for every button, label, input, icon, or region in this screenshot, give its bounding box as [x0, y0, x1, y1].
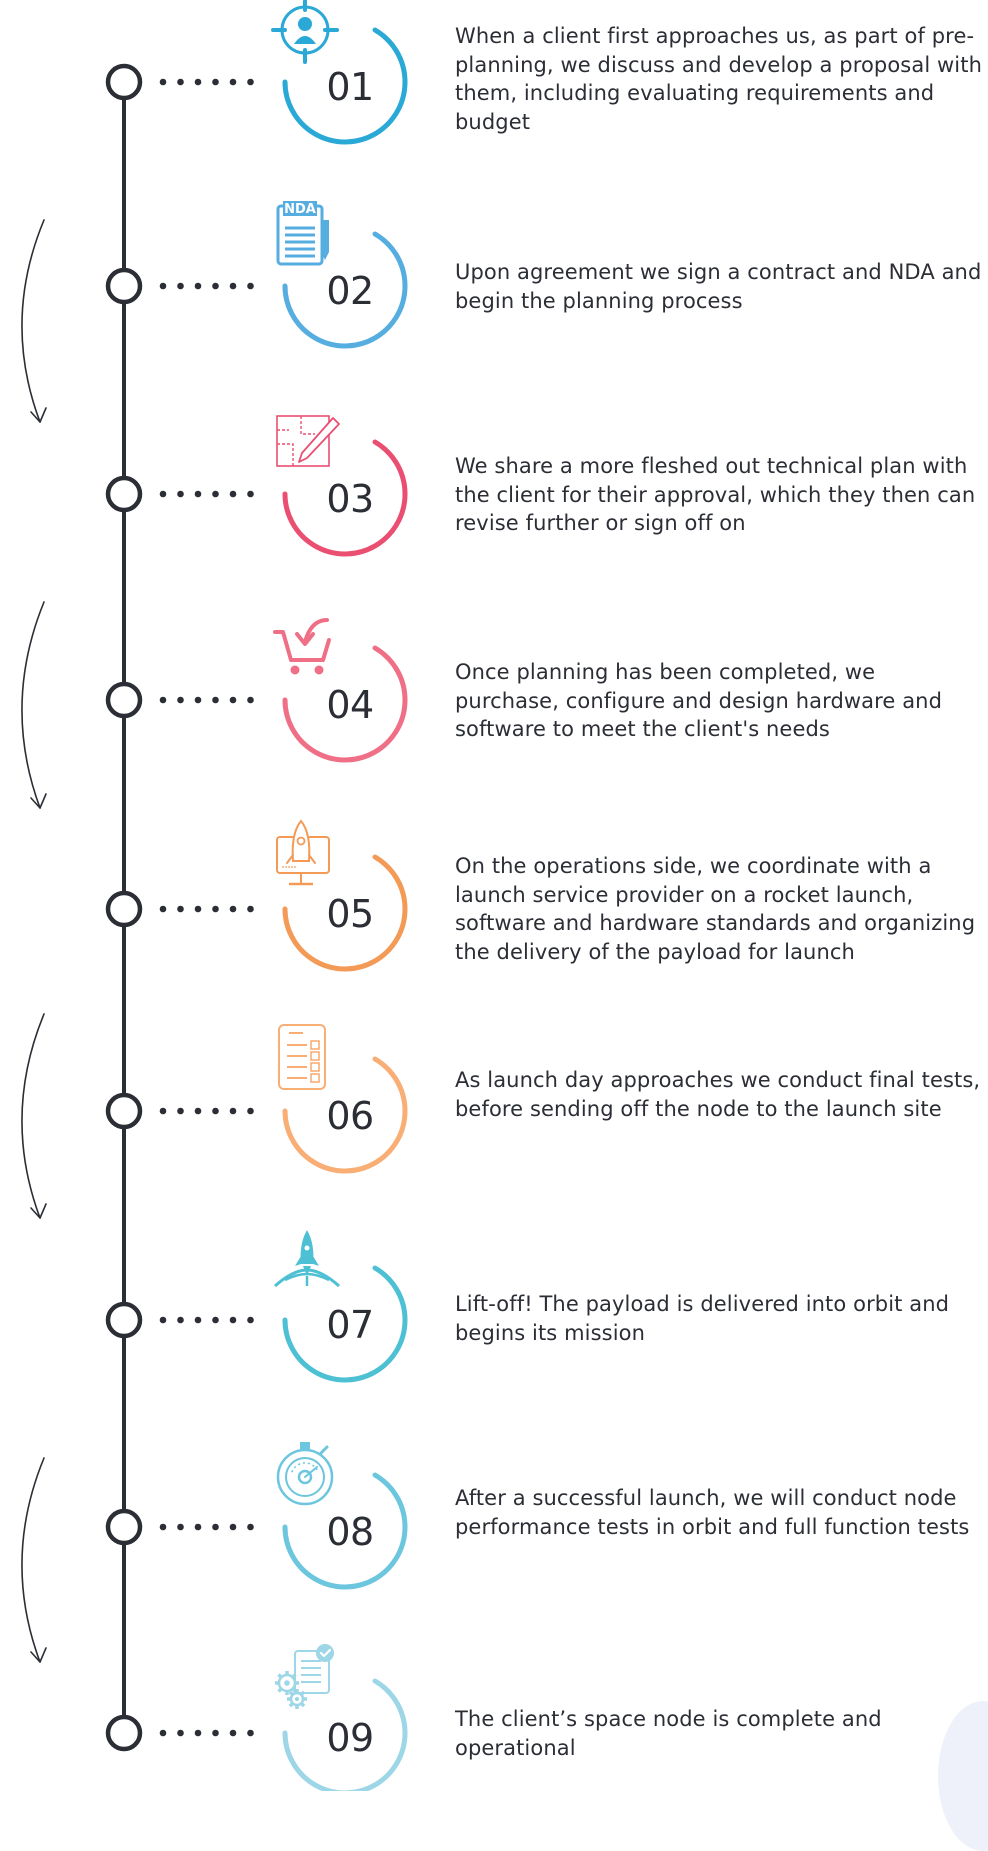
dotted-connector: [159, 1729, 254, 1737]
step-number: 04: [326, 683, 373, 727]
dotted-connector: [159, 282, 254, 290]
step-number: 07: [326, 1303, 373, 1347]
step-ring: [282, 645, 408, 763]
step-description: After a successful launch, we will condu…: [455, 1486, 970, 1539]
timeline-step: 06: [105, 1024, 408, 1174]
step-description: As launch day approaches we conduct fina…: [455, 1068, 981, 1121]
timeline-step: 07: [105, 1230, 408, 1383]
step-ring: [282, 1472, 408, 1590]
step-number: 09: [326, 1716, 373, 1760]
curved-arrow-icon: [21, 219, 47, 423]
dotted-connector: [159, 490, 254, 498]
step-number: 01: [326, 65, 373, 109]
rocket-monitor-icon: [276, 819, 330, 886]
step-ring: [282, 854, 408, 972]
step-description: The client’s space node is complete and …: [455, 1707, 882, 1760]
timeline-step: 04: [105, 618, 408, 763]
timeline-step: 02 NDA: [105, 201, 408, 349]
step-description: Upon agreement we sign a contract and ND…: [455, 260, 982, 313]
step-number: 08: [326, 1510, 373, 1554]
timeline-node: [105, 1508, 143, 1546]
dotted-connector: [159, 1523, 254, 1531]
step-description: When a client first approaches us, as pa…: [455, 24, 982, 134]
timeline-step: 01: [105, 0, 408, 145]
step-description: We share a more fleshed out technical pl…: [455, 454, 976, 535]
timeline-node: [105, 1301, 143, 1339]
step-number: 02: [326, 269, 373, 313]
step-number: 05: [326, 892, 373, 936]
timeline-node: [105, 267, 143, 305]
dotted-connector: [159, 905, 254, 913]
gears-document-check-icon: [275, 1644, 334, 1709]
timeline-node: [105, 475, 143, 513]
timeline-step: 09: [105, 1644, 408, 1791]
nda-document-icon: NDA: [276, 201, 329, 266]
step-ring: [282, 1056, 408, 1174]
timeline-node: [105, 63, 143, 101]
dotted-connector: [159, 696, 254, 704]
timeline-node: [105, 681, 143, 719]
step-description: Once planning has been completed, we pur…: [455, 660, 943, 741]
timeline-node: [105, 1092, 143, 1130]
step-ring: [282, 439, 408, 557]
checklist-icon: [278, 1024, 326, 1090]
dotted-connector: [159, 1316, 254, 1324]
curved-arrow-icon: [21, 1013, 47, 1219]
curved-arrow-icon: [21, 601, 47, 809]
timeline-node: [105, 890, 143, 928]
step-ring: [282, 1265, 408, 1383]
blueprint-pencil-icon: [276, 415, 340, 467]
rocket-launch-icon: [274, 1230, 340, 1288]
stopwatch-icon: [276, 1442, 334, 1506]
process-timeline: 01 02 NDA 03 04 05 06 07 08 09: [21, 0, 408, 1791]
timeline-step: 08: [105, 1442, 408, 1590]
step-description: Lift-off! The payload is delivered into …: [455, 1292, 950, 1345]
timeline-node: [105, 1714, 143, 1752]
step-ring: [282, 1678, 408, 1791]
step-number: 06: [326, 1094, 373, 1138]
curved-arrow-icon: [21, 1457, 47, 1663]
svg-text:NDA: NDA: [284, 202, 316, 217]
step-number: 03: [326, 477, 373, 521]
timeline-step: 05: [105, 819, 408, 972]
step-ring: [282, 27, 408, 145]
dotted-connector: [159, 1107, 254, 1115]
shopping-cart-icon: [273, 618, 331, 675]
timeline-step: 03: [105, 415, 408, 557]
dotted-connector: [159, 78, 254, 86]
target-user-icon: [271, 0, 339, 64]
step-ring: [282, 231, 408, 349]
step-description: On the operations side, we coordinate wi…: [455, 854, 976, 964]
